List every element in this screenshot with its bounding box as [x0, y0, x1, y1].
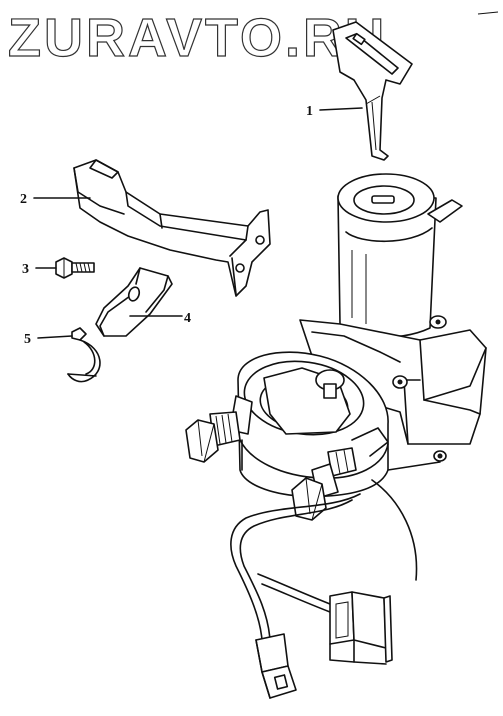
part-1-key: [332, 21, 413, 161]
callout-3: 3: [22, 262, 29, 277]
leader-5: [37, 335, 73, 339]
part-2-bracket: [73, 159, 271, 297]
callout-2: 2: [20, 192, 27, 207]
ignition-switch-assembly: [185, 173, 487, 521]
watermark-logo: ZURAVTO.RU: [8, 8, 387, 68]
part-5-clip: [67, 327, 101, 383]
corner-mark: [477, 11, 499, 15]
callout-5: 5: [24, 332, 31, 347]
leader-1: [319, 107, 363, 111]
part-4-clamp: [95, 267, 173, 337]
connector-b: [255, 633, 297, 699]
connector-a: [329, 591, 393, 665]
wiring-harness: [230, 479, 418, 641]
callout-4: 4: [184, 311, 191, 326]
part-3-screw: [55, 257, 95, 279]
callout-1: 1: [306, 104, 313, 119]
